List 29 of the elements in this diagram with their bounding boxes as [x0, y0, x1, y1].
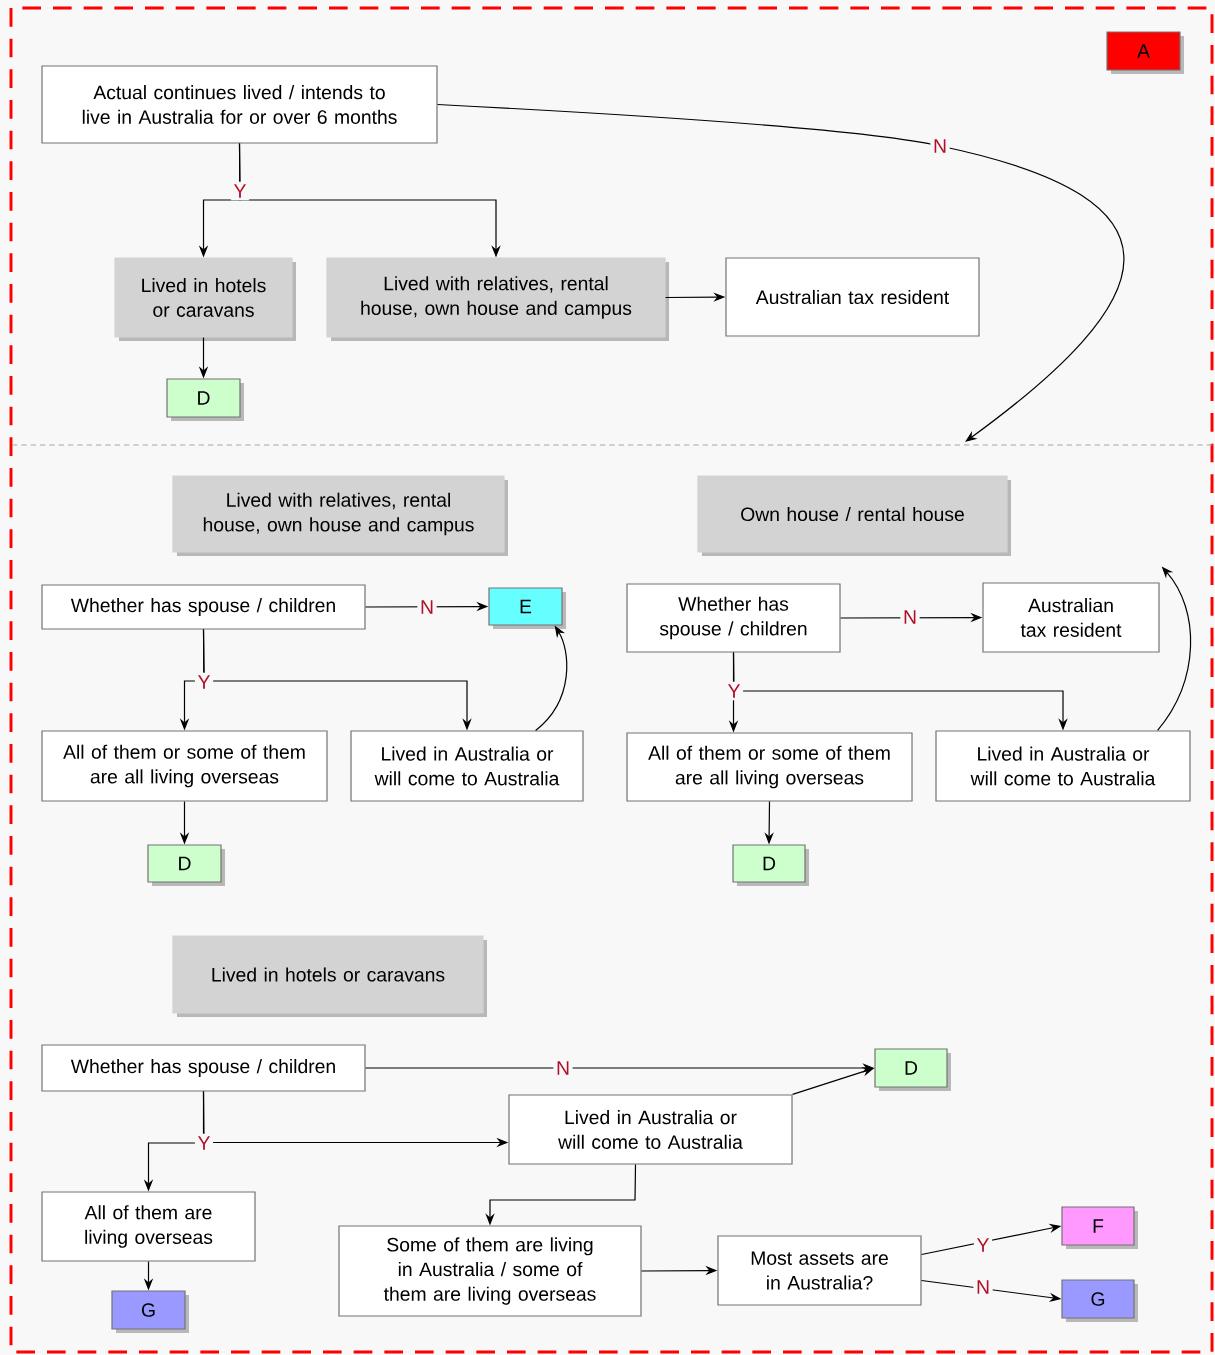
category-box: Lived with relatives, rental house, own house and campus: [326, 257, 669, 341]
process-box: Lived in Australia or will come to Australia: [508, 1094, 793, 1165]
category-box: Lived in hotels or caravans: [114, 257, 296, 341]
process-box: Some of them are living in Australia / some of them are living overseas: [338, 1225, 642, 1317]
process-box: Most assets are in Australia?: [717, 1235, 922, 1306]
arrow: [437, 103, 1125, 442]
process-box: Whether has spouse / children: [41, 1044, 366, 1092]
process-box: Whether has spouse / children: [41, 584, 366, 630]
outcome-box: G: [1061, 1279, 1138, 1322]
process-box: Australian tax resident: [982, 582, 1160, 653]
heading-box: Lived in hotels or caravans: [172, 935, 487, 1017]
heading-box: Lived with relatives, rental house, own house and campus: [172, 475, 508, 556]
process-box: All of them or some of them are all living overseas: [41, 730, 328, 802]
outcome-box: A: [1106, 31, 1184, 74]
outcome-box: D: [166, 378, 244, 421]
process-box: Australian tax resident: [725, 257, 980, 337]
process-box: All of them are living overseas: [41, 1191, 256, 1262]
outcome-box: E: [488, 587, 566, 629]
process-box: Lived in Australia or will come to Australia: [935, 730, 1191, 802]
outcome-box: F: [1061, 1206, 1138, 1249]
heading-box: Own house / rental house: [697, 475, 1011, 556]
process-box: Whether has spouse / children: [626, 583, 841, 653]
process-box: Actual continues lived / intends to live in Australia for or over 6 months: [41, 65, 438, 144]
outcome-box: D: [874, 1048, 951, 1091]
outcome-box: D: [147, 844, 225, 886]
outcome-box: G: [111, 1290, 189, 1333]
outcome-box: D: [732, 844, 809, 886]
process-box: All of them or some of them are all living overseas: [626, 732, 913, 802]
process-box: Lived in Australia or will come to Australia: [350, 730, 584, 802]
